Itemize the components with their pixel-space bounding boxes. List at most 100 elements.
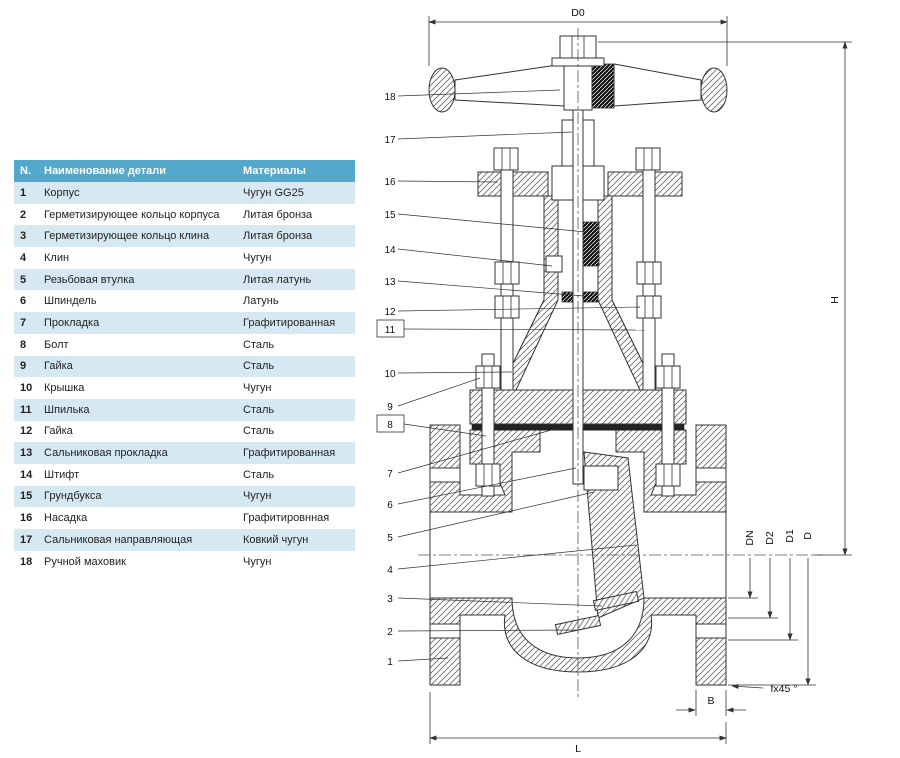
callout-number: 17 [384,135,396,146]
callout-number: 10 [384,369,396,380]
leader-line [397,306,641,312]
part-name: Шпиндель [44,295,97,308]
part-number: 4 [20,251,27,264]
flange-hole [695,623,727,639]
pin [545,255,563,273]
callout-box [376,414,405,433]
part-material: Графитировнная [243,512,330,525]
table-row: 15 Грундбукса Чугун [14,485,355,508]
callout-number: 16 [384,177,396,188]
dimensions: D0 H DN D2 D1 D fx45 ° [428,7,852,755]
hex-nut [475,463,501,487]
header-num: N. [20,165,31,177]
table-row: 16 Насадка Графитировнная [14,507,355,529]
hex-nut [655,463,681,487]
part-name: Ручной маховик [44,555,126,568]
leader-line [397,491,595,538]
dim-l: L [575,743,581,755]
leader-line [397,213,587,233]
part-number: 18 [20,555,33,568]
hex-nut [494,295,520,319]
dim-d: D [802,532,814,540]
hex-head [635,147,661,171]
part-material: Сталь [243,360,275,373]
table-row: 7 Прокладка Графитированная [14,312,355,334]
part-name: Сальниковая прокладка [44,447,168,460]
leader-line [397,371,513,374]
dim-chamfer: fx45 ° [771,683,798,695]
part-name: Насадка [44,512,88,525]
dim-d2: D2 [764,531,776,545]
part-material: Литая бронза [243,230,313,243]
part-name: Резьбовая втулка [44,273,135,286]
hex-nut [636,261,662,285]
callout-number: 8 [387,420,393,431]
part-number: 10 [20,382,33,395]
dim-d1: D1 [784,529,796,543]
part-name: Крышка [44,382,85,395]
part-material: Литая бронза [243,208,313,221]
flange-hole [695,467,727,483]
handwheel-rim-right [700,67,728,113]
part-number: 15 [20,490,33,503]
table-row: 2 Герметизирующее кольцо корпуса Литая бро… [14,203,355,226]
part-number: 12 [20,425,33,438]
part-material: Графитированная [243,316,336,329]
part-material: Графитированная [243,447,336,460]
part-name: Грундбукса [44,490,102,503]
leader-line [397,180,499,183]
hex-nut [494,261,520,285]
table-row: 12 Гайка Сталь [14,420,355,443]
part-material: Чугун [243,490,272,503]
part-number: 2 [20,208,27,221]
callout-number: 1 [387,657,393,668]
stuffing-packing [582,221,600,267]
flange-hole [429,467,461,483]
part-number: 9 [20,360,27,373]
dim-h: H [829,296,841,304]
part-name: Гайка [44,360,73,373]
callout-number: 11 [385,325,396,336]
part-name: Корпус [44,186,80,199]
part-material: Чугун [243,251,272,264]
part-material: Ковкий чугун [243,533,309,546]
part-name: Герметизирующее кольцо корпуса [44,208,220,221]
leader-line [397,597,603,607]
hex-nut [655,365,681,389]
stem-bushing [583,465,619,491]
hex-nut [475,365,501,389]
hex-head [493,147,519,171]
part-number: 16 [20,512,33,525]
part-name: Прокладка [44,316,100,329]
part-number: 7 [20,316,27,329]
part-number: 8 [20,338,27,351]
part-number: 5 [20,273,27,286]
header-name: Наименование детали [44,165,166,177]
callout-number: 2 [387,627,393,638]
parts-table-header: N. Наименование детали Материалы [14,160,355,182]
part-number: 6 [20,295,27,308]
callout-number: 5 [387,533,393,544]
part-name: Герметизирующее кольцо клина [44,230,210,243]
part-name: Сальниковая направляющая [44,533,193,546]
leader-line [397,629,581,632]
valve-body-group [418,28,822,700]
part-material: Сталь [243,425,275,438]
header-material: Материалы [243,165,306,177]
leader-line [397,544,637,570]
callout-number: 6 [387,500,393,511]
part-number: 17 [20,533,33,546]
leader-line [403,328,646,331]
part-name: Гайка [44,425,73,438]
leader-line [397,467,577,505]
dim-dn: DN [744,530,756,545]
